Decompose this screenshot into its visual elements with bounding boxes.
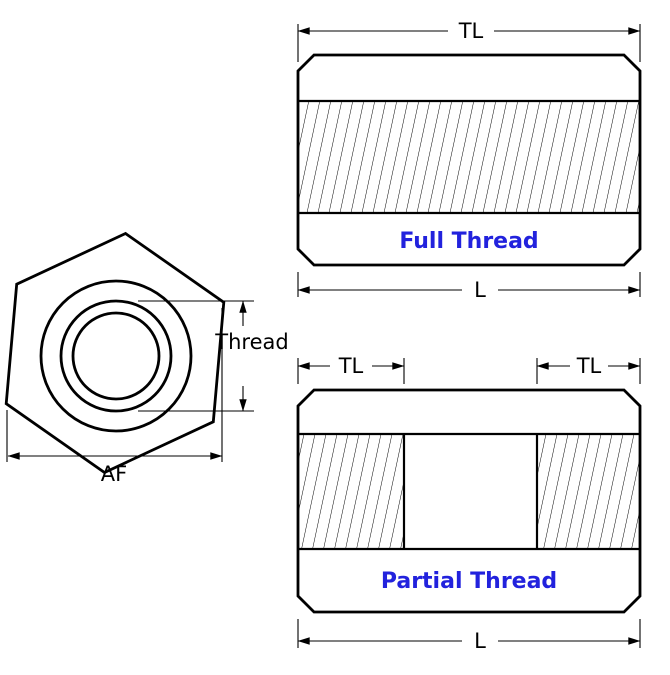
tl-right-dim-label: TL [576, 354, 602, 378]
hex-outline [4, 231, 226, 475]
l-dim-label: L [474, 629, 486, 653]
l-dimension-partial: L [297, 619, 641, 653]
tl-dimension-full: TL [297, 19, 641, 62]
tl-left-dim-label: TL [338, 354, 364, 378]
tl-dim-label: TL [458, 19, 484, 43]
partial-thread-hatch-left [299, 435, 404, 548]
thread-major-circle [59, 299, 173, 413]
l-dimension-full: L [297, 272, 641, 302]
partial-thread-view: TL TL Partial Thread L [296, 354, 642, 653]
partial-thread-hatch-right [537, 435, 639, 548]
thread-minor-circle [71, 311, 161, 401]
hex-face-circle [39, 279, 193, 433]
full-thread-hatch [299, 102, 639, 212]
full-thread-caption: Full Thread [399, 229, 538, 254]
full-body-outline [296, 53, 642, 267]
hex-end-view: Thread AF [4, 231, 289, 486]
af-dimension: AF [6, 308, 223, 486]
thread-dim-label: Thread [214, 330, 288, 354]
tl-dimension-left: TL [297, 354, 405, 384]
full-thread-view: TL Full Thread L [296, 19, 642, 302]
l-dim-label: L [474, 278, 486, 302]
partial-body-outline [296, 388, 642, 614]
thread-dimension: Thread [138, 300, 289, 412]
tl-dimension-right: TL [536, 354, 641, 384]
af-dim-label: AF [101, 462, 127, 486]
partial-thread-caption: Partial Thread [381, 569, 557, 594]
